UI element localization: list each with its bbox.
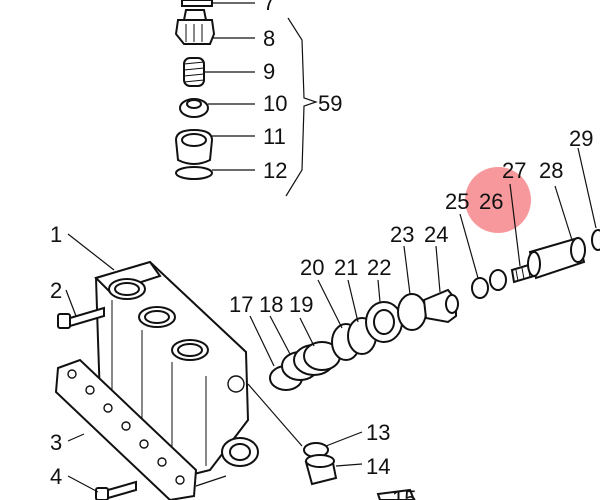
label-11: 11	[263, 124, 286, 149]
part-9-spring	[183, 57, 205, 87]
label-13: 13	[366, 420, 390, 445]
valve-stack	[174, 0, 318, 197]
leader-lines	[65, 147, 597, 493]
label-1: 1	[50, 222, 62, 247]
label-21: 21	[334, 255, 358, 280]
label-4: 4	[50, 464, 62, 489]
part-25-ring	[471, 277, 489, 299]
label-7: 7	[263, 0, 275, 15]
label-10: 10	[263, 91, 287, 116]
part-10-valve	[179, 98, 209, 118]
label-3: 3	[50, 430, 62, 455]
label-27: 27	[502, 158, 526, 183]
label-26: 26	[479, 189, 503, 214]
label-25: 25	[445, 189, 469, 214]
part-24-bushing	[422, 288, 459, 324]
label-14: 14	[366, 454, 390, 479]
part-14-plug	[304, 454, 338, 486]
label-28: 28	[539, 158, 563, 183]
part-12-o-ring	[175, 166, 213, 180]
part-labels: 7 8 9 10 11 12 59 1 2 3 4 13 14 15 17 18…	[50, 0, 593, 500]
part-4-screw	[95, 480, 137, 500]
part-29-shaft	[591, 229, 600, 251]
label-23: 23	[390, 222, 414, 247]
label-19: 19	[289, 292, 313, 317]
part-23-ring	[397, 293, 427, 331]
label-8: 8	[263, 26, 275, 51]
part-8-valve-seat	[174, 9, 216, 45]
label-9: 9	[263, 59, 275, 84]
part-3-gasket	[54, 358, 198, 500]
label-18: 18	[259, 292, 283, 317]
part-28-plunger	[527, 236, 586, 280]
label-17: 17	[229, 292, 253, 317]
label-29: 29	[569, 126, 593, 151]
label-12: 12	[263, 158, 287, 183]
label-22: 22	[367, 255, 391, 280]
part-11-seat	[174, 128, 214, 165]
label-24: 24	[424, 222, 448, 247]
label-59: 59	[318, 91, 342, 116]
part-2-screw	[57, 306, 105, 329]
label-15: 15	[392, 486, 416, 500]
part-26-ring	[489, 269, 507, 291]
label-20: 20	[300, 255, 324, 280]
label-2: 2	[50, 278, 62, 303]
seal-stack	[269, 229, 600, 391]
